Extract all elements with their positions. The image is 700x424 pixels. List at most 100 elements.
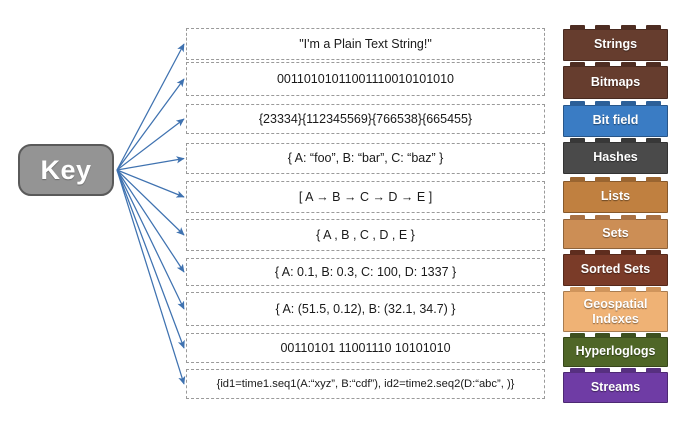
brick-studs [570, 215, 661, 220]
brick-stud [620, 138, 636, 143]
brick-studs [570, 333, 661, 338]
key-to-value-arrow [116, 156, 185, 171]
brick-stud [595, 250, 611, 255]
key-to-value-arrow [116, 169, 185, 273]
value-box: [ A → B → C → D → E ] [186, 181, 545, 213]
brick-stud [620, 250, 636, 255]
brick-stud [595, 177, 611, 182]
brick-stud [570, 101, 585, 106]
brick-stud [570, 368, 585, 373]
key-to-value-arrow [116, 169, 185, 349]
key-to-value-arrow [116, 118, 185, 171]
brick-stud [570, 62, 585, 67]
type-brick[interactable]: Bitmaps [563, 62, 668, 99]
value-text: 00110101 11001110 10101010 [280, 340, 451, 355]
brick-studs [570, 177, 661, 182]
brick-stud [645, 215, 661, 220]
key-to-value-arrow [116, 169, 185, 236]
brick-stud [595, 101, 611, 106]
key-to-value-arrow [116, 169, 185, 310]
brick-stud [620, 177, 636, 182]
brick-stud [645, 25, 661, 30]
value-text: { A: (51.5, 0.12), B: (32.1, 34.7) } [275, 301, 456, 316]
type-brick[interactable]: Lists [563, 177, 668, 213]
type-brick-label: Sets [602, 226, 629, 241]
key-to-value-arrow [116, 43, 185, 171]
type-brick[interactable]: Sets [563, 215, 668, 249]
brick-stud [570, 333, 585, 338]
brick-stud [620, 215, 636, 220]
type-brick-label: Hashes [593, 150, 638, 165]
brick-stud [595, 287, 611, 292]
value-box: {23334}{112345569}{766538}{665455} [186, 104, 545, 134]
brick-studs [570, 368, 661, 373]
type-brick[interactable]: Sorted Sets [563, 250, 668, 286]
brick-stud [645, 333, 661, 338]
value-box: "I'm a Plain Text String!" [186, 28, 545, 60]
type-brick[interactable]: Streams [563, 368, 668, 403]
brick-studs [570, 250, 661, 255]
brick-stud [620, 368, 636, 373]
value-box: { A: (51.5, 0.12), B: (32.1, 34.7) } [186, 292, 545, 326]
type-brick[interactable]: Bit field [563, 101, 668, 137]
brick-stud [570, 138, 585, 143]
brick-stud [645, 177, 661, 182]
type-brick-label: Hyperloglogs [575, 344, 656, 359]
value-box: { A: 0.1, B: 0.3, C: 100, D: 1337 } [186, 258, 545, 286]
key-node-label: Key [40, 154, 92, 185]
brick-stud [620, 287, 636, 292]
value-text: { A: “foo”, B: “bar”, C: “baz” } [287, 151, 444, 166]
type-brick[interactable]: Hashes [563, 138, 668, 174]
brick-stud [595, 333, 611, 338]
brick-stud [570, 177, 585, 182]
brick-stud [645, 62, 661, 67]
brick-studs [570, 101, 661, 106]
type-brick[interactable]: Hyperloglogs [563, 333, 668, 367]
brick-stud [645, 368, 661, 373]
key-node[interactable]: Key [18, 144, 114, 196]
key-to-value-arrow [116, 169, 185, 198]
brick-stud [645, 287, 661, 292]
value-text: [ A → B → C → D → E ] [298, 189, 433, 204]
value-text: 00110101011001110010101010 [276, 71, 455, 86]
brick-stud [595, 138, 611, 143]
brick-stud [595, 215, 611, 220]
brick-stud [645, 101, 661, 106]
brick-stud [620, 101, 636, 106]
brick-stud [620, 333, 636, 338]
brick-stud [620, 25, 636, 30]
brick-studs [570, 138, 661, 143]
brick-stud [570, 287, 585, 292]
type-brick-label: Strings [593, 37, 638, 52]
type-brick-label: Bit field [592, 113, 639, 128]
brick-stud [645, 250, 661, 255]
type-brick-label: Bitmaps [590, 74, 641, 89]
value-box: { A , B , C , D , E } [186, 219, 545, 251]
type-brick[interactable]: Geospatial Indexes [563, 287, 668, 332]
value-text: { A: 0.1, B: 0.3, C: 100, D: 1337 } [274, 264, 457, 279]
value-text: "I'm a Plain Text String!" [299, 36, 432, 51]
type-brick-label: Geospatial Indexes [583, 296, 648, 326]
value-box: 00110101011001110010101010 [186, 62, 545, 96]
brick-stud [595, 368, 611, 373]
value-box: { A: “foo”, B: “bar”, C: “baz” } [186, 143, 545, 174]
type-brick-label: Sorted Sets [580, 262, 651, 277]
brick-studs [570, 287, 661, 292]
type-brick-label: Lists [600, 189, 631, 204]
brick-stud [570, 25, 585, 30]
brick-studs [570, 62, 661, 67]
brick-stud [645, 138, 661, 143]
brick-stud [595, 62, 611, 67]
value-text: { A , B , C , D , E } [316, 227, 415, 242]
brick-stud [570, 215, 585, 220]
brick-stud [595, 25, 611, 30]
value-box: 00110101 11001110 10101010 [186, 333, 545, 363]
brick-stud [620, 62, 636, 67]
key-to-value-arrow [116, 78, 185, 171]
key-to-value-arrow [116, 169, 186, 385]
type-brick[interactable]: Strings [563, 25, 668, 61]
value-box: {id1=time1.seq1(A:“xyz”, B:“cdf”), id2=t… [186, 369, 545, 399]
value-text: {23334}{112345569}{766538}{665455} [258, 111, 473, 126]
value-text: {id1=time1.seq1(A:“xyz”, B:“cdf”), id2=t… [216, 377, 515, 390]
